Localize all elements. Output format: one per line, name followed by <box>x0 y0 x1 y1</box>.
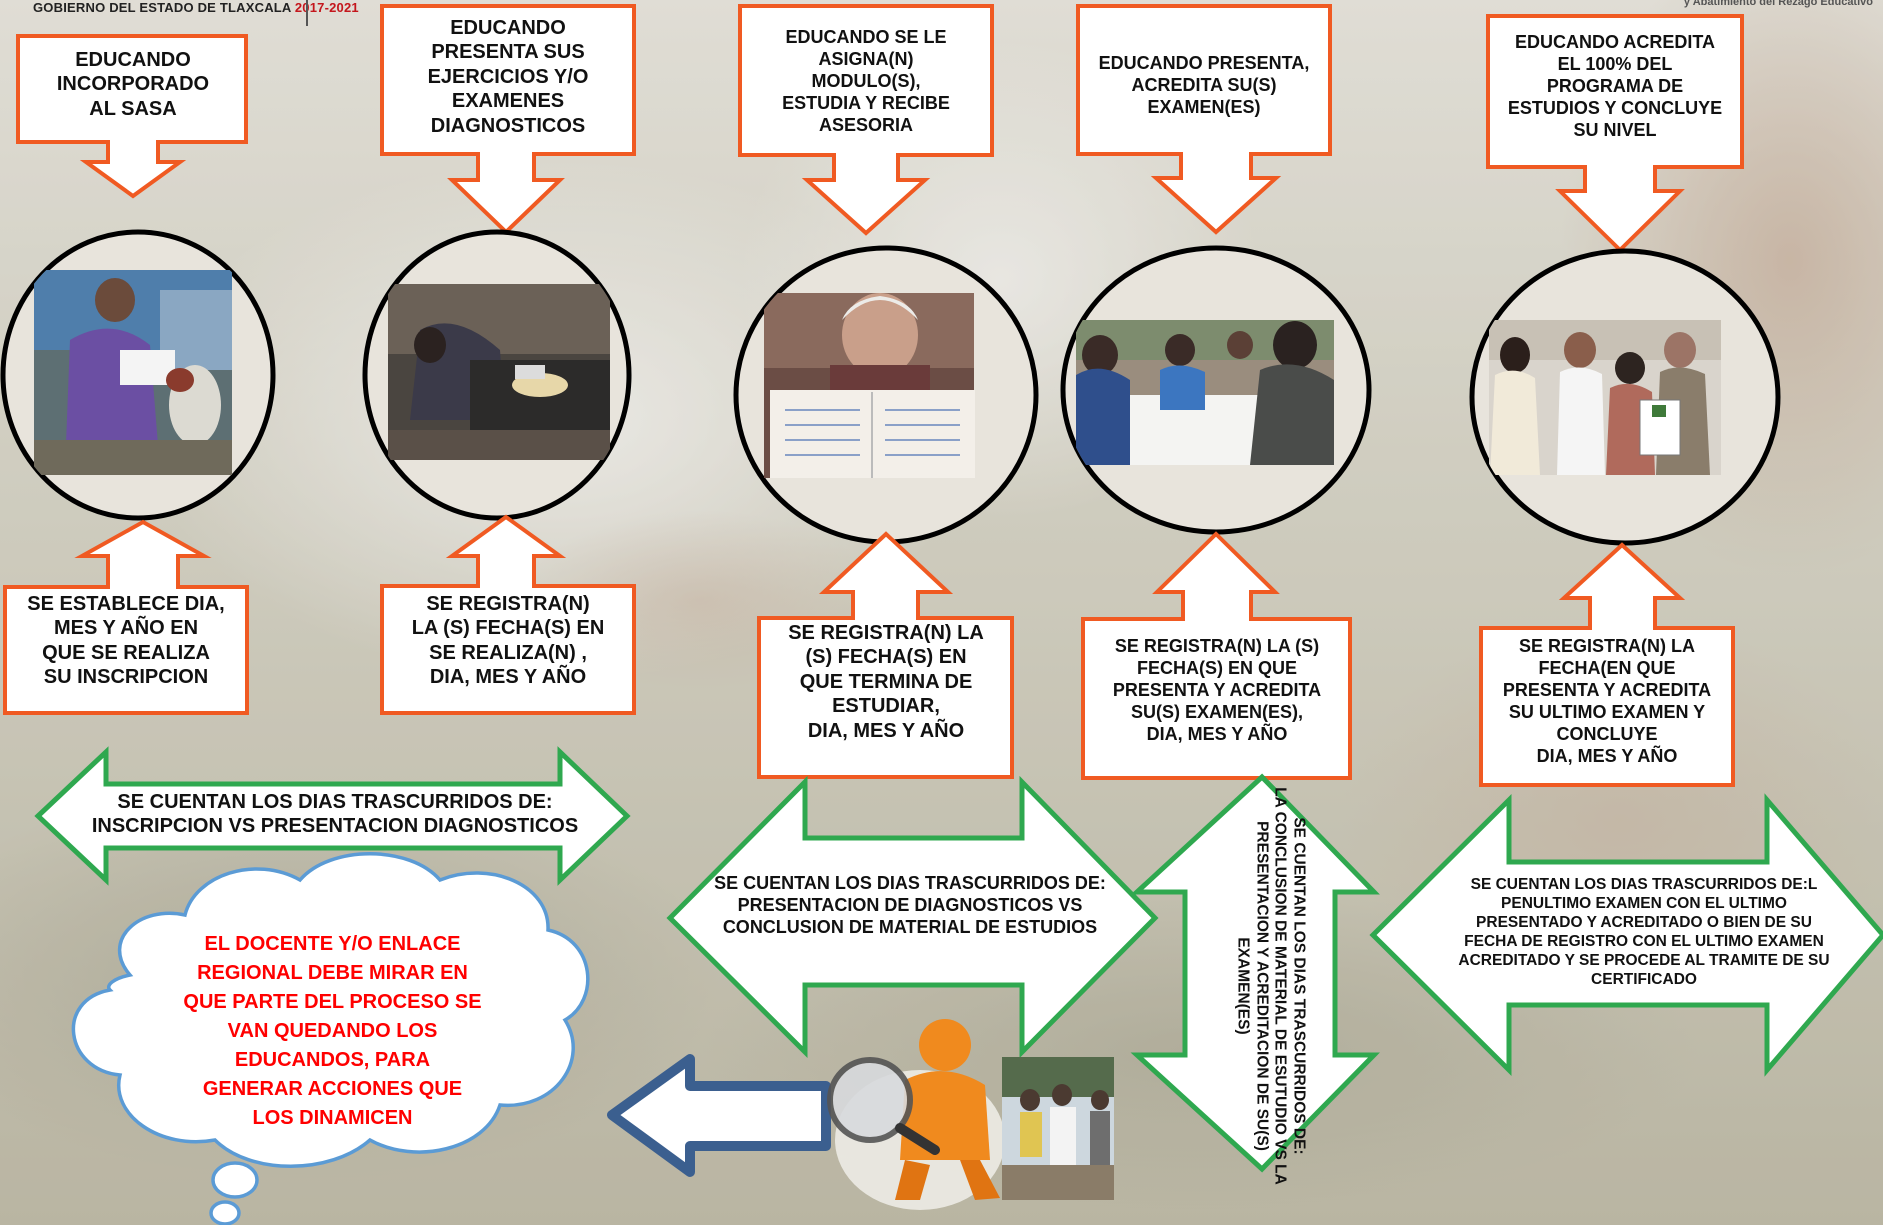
top-box-5-text: EDUCANDO ACREDITA EL 100% DEL PROGRAMA D… <box>1507 32 1723 140</box>
bottom-box-2-text: SE REGISTRA(N) LA (S) FECHA(S) EN SE REA… <box>411 593 605 689</box>
magnifier-person-icon <box>827 1019 1005 1210</box>
bottom-callout-2 <box>380 514 636 715</box>
bottom-callout-4 <box>1081 531 1352 780</box>
bottom-box-4-text: SE REGISTRA(N) LA (S) FECHA(S) EN QUE PR… <box>1112 636 1322 744</box>
top-box-1-text: EDUCANDO INCORPORADO AL SASA <box>56 49 210 120</box>
bottom-box-3-text: SE REGISTRA(N) LA (S) FECHA(S) EN QUE TE… <box>788 622 984 742</box>
bottom-callout-1 <box>3 519 249 715</box>
green-arrow-3-text: SE CUENTAN LOS DIAS TRASCURRIDOS DE: LA … <box>1234 787 1308 1185</box>
cloud-text: EL DOCENTE Y/O ENLACE REGIONAL DEBE MIRA… <box>183 933 482 1129</box>
photo-circle-1 <box>0 229 276 521</box>
government-logo-text: GOBIERNO DEL ESTADO DE TLAXCALA 2017-202… <box>33 0 359 15</box>
bottom-callout-5 <box>1479 542 1735 787</box>
top-callout-2 <box>380 4 636 235</box>
top-callout-4 <box>1076 4 1332 235</box>
green-arrow-4 <box>1369 793 1883 1077</box>
green-arrow-3 <box>1130 773 1380 1173</box>
top-box-2-text: EDUCANDO PRESENTA SUS EJERCICIOS Y/O EXA… <box>427 17 589 137</box>
green-arrow-1 <box>34 746 631 886</box>
top-box-3-text: EDUCANDO SE LE ASIGNA(N) MODULO(S), ESTU… <box>782 27 950 135</box>
green-arrow-4-text: SE CUENTAN LOS DIAS TRASCURRIDOS DE:L PE… <box>1458 876 1830 988</box>
photo-group-meeting <box>1002 1057 1114 1200</box>
header-divider <box>306 0 308 26</box>
top-callout-1 <box>16 34 248 199</box>
photo-circle-4 <box>1060 245 1372 535</box>
photo-circle-3 <box>733 245 1039 545</box>
left-arrow-icon <box>607 1054 831 1177</box>
photo-circle-2 <box>362 229 632 521</box>
green-arrow-1-text: SE CUENTAN LOS DIAS TRASCURRIDOS DE: INS… <box>91 791 579 838</box>
top-box-4-text: EDUCANDO PRESENTA, ACREDITA SU(S) EXAMEN… <box>1098 53 1310 117</box>
green-arrow-2-text: SE CUENTAN LOS DIAS TRASCURRIDOS DE: PRE… <box>714 873 1106 937</box>
top-callout-5 <box>1486 14 1744 253</box>
thought-cloud <box>71 852 590 1225</box>
photo-circle-5 <box>1469 248 1781 546</box>
bottom-box-5-text: SE REGISTRA(N) LA FECHA(EN QUE PRESENTA … <box>1502 636 1712 766</box>
bottom-callout-3 <box>757 531 1014 779</box>
bottom-box-1-text: SE ESTABLECE DIA, MES Y AÑO EN QUE SE RE… <box>27 593 225 689</box>
top-callout-3 <box>738 4 994 236</box>
header-caption: y Abatimiento del Rezago Educativo <box>1683 0 1873 8</box>
green-arrow-2 <box>666 775 1159 1059</box>
